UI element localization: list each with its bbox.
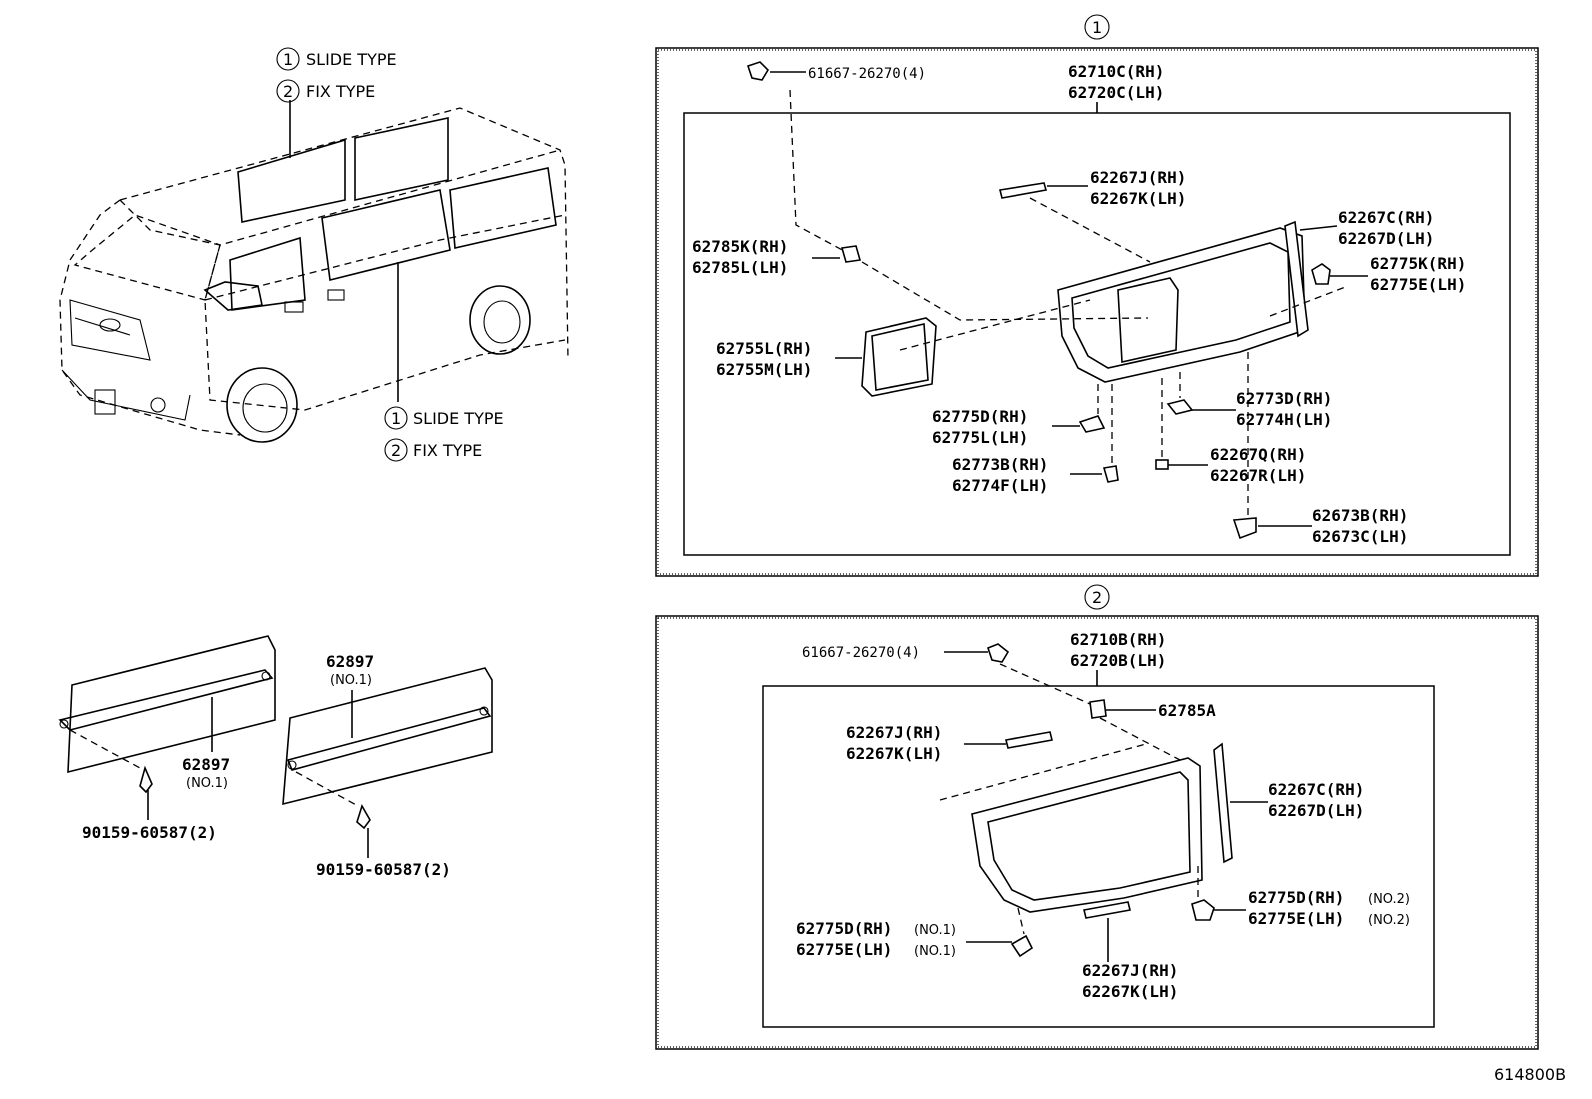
figure-id: 614800B: [1494, 1065, 1566, 1084]
panel-1-marker: 1: [1092, 18, 1102, 37]
p2-moulding-lh: 62267D(LH): [1268, 801, 1364, 820]
p2-stopper-no2-note-rh: (NO.2): [1368, 892, 1410, 907]
p1-stopper-right-rh: 62775K(RH): [1370, 254, 1466, 273]
callout-top-2-text: FIX TYPE: [306, 82, 375, 101]
callout-top-1-text: SLIDE TYPE: [306, 50, 397, 69]
bar-right-part-number: 62897: [326, 652, 374, 671]
p1-weatherstrip-lh: 62267K(LH): [1090, 189, 1186, 208]
callout-top: 1 SLIDE TYPE 2 FIX TYPE: [276, 47, 397, 103]
p2-stopper-no2-note-lh: (NO.2): [1368, 913, 1410, 928]
p1-latch-lower-lh: 62774F(LH): [952, 476, 1048, 495]
p1-retainer-rh: 62785K(RH): [692, 237, 788, 256]
callout-side: 1 SLIDE TYPE 2 FIX TYPE: [384, 406, 504, 462]
panel-2-marker: 2: [1092, 588, 1102, 607]
p1-latch-upper-rh: 62773D(RH): [1236, 389, 1332, 408]
p1-stopper-right-lh: 62775E(LH): [1370, 275, 1466, 294]
callout-top-2-number: 2: [283, 82, 293, 101]
p1-latch-lower-rh: 62773B(RH): [952, 455, 1048, 474]
p1-glass-lh: 62720C(LH): [1068, 83, 1164, 102]
p1-stopper-lower-rh: 62775D(RH): [932, 407, 1028, 426]
p1-weatherstrip-rh: 62267J(RH): [1090, 168, 1186, 187]
bar-left-bolt-number: 90159-60587(2): [82, 823, 217, 842]
p1-slide-glass-lh: 62755M(LH): [716, 360, 812, 379]
p2-stopper-no1-note-rh: (NO.1): [914, 923, 956, 938]
p2-weatherstrip-top-rh: 62267J(RH): [846, 723, 942, 742]
p2-stopper-no1-lh: 62775E(LH): [796, 940, 892, 959]
p2-clip-label: 61667-26270(4): [802, 645, 920, 661]
p2-stopper-no2-rh: 62775D(RH): [1248, 888, 1344, 907]
p2-moulding-rh: 62267C(RH): [1268, 780, 1364, 799]
p1-clip-lower-rh: 62267Q(RH): [1210, 445, 1306, 464]
bar-right-bolt-number: 90159-60587(2): [316, 860, 451, 879]
p1-clip-lower-lh: 62267R(LH): [1210, 466, 1306, 485]
p1-moulding-lh: 62267D(LH): [1338, 229, 1434, 248]
bar-left-part-number: 62897: [182, 755, 230, 774]
p2-retainer: 62785A: [1158, 701, 1216, 720]
van-illustration: [59, 100, 569, 443]
p1-retainer-lh: 62785L(LH): [692, 258, 788, 277]
p1-slide-glass-rh: 62755L(RH): [716, 339, 812, 358]
bar-right-note: (NO.1): [330, 673, 372, 688]
p2-stopper-no2-lh: 62775E(LH): [1248, 909, 1344, 928]
p1-latch-upper-lh: 62774H(LH): [1236, 410, 1332, 429]
callout-side-2-number: 2: [391, 441, 401, 460]
p1-glass-rh: 62710C(RH): [1068, 62, 1164, 81]
bar-left-assembly: 62897 (NO.1) 90159-60587(2): [58, 635, 276, 842]
p2-weatherstrip-bottom-lh: 62267K(LH): [1082, 982, 1178, 1001]
panel-1: 1 61667-26270(4) 62710C(RH) 62720C(LH) 6…: [655, 14, 1539, 577]
bar-left-note: (NO.1): [186, 776, 228, 791]
p1-clip-label: 61667-26270(4): [808, 66, 926, 82]
p2-glass-rh: 62710B(RH): [1070, 630, 1166, 649]
p1-stopper-lower-lh: 62775L(LH): [932, 428, 1028, 447]
p2-weatherstrip-bottom-rh: 62267J(RH): [1082, 961, 1178, 980]
callout-side-2-text: FIX TYPE: [413, 441, 482, 460]
p2-stopper-no1-note-lh: (NO.1): [914, 944, 956, 959]
callout-side-1-text: SLIDE TYPE: [413, 409, 504, 428]
p1-cover-lh: 62673C(LH): [1312, 527, 1408, 546]
p2-glass-lh: 62720B(LH): [1070, 651, 1166, 670]
p1-cover-rh: 62673B(RH): [1312, 506, 1408, 525]
bar-right-assembly: 62897 (NO.1) 90159-60587(2): [282, 652, 493, 879]
panel-2: 2 61667-26270(4) 62710B(RH) 62720B(LH) 6…: [655, 584, 1539, 1050]
p1-moulding-rh: 62267C(RH): [1338, 208, 1434, 227]
callout-side-1-number: 1: [391, 409, 401, 428]
p2-stopper-no1-rh: 62775D(RH): [796, 919, 892, 938]
p2-weatherstrip-top-lh: 62267K(LH): [846, 744, 942, 763]
callout-top-1-number: 1: [283, 50, 293, 69]
